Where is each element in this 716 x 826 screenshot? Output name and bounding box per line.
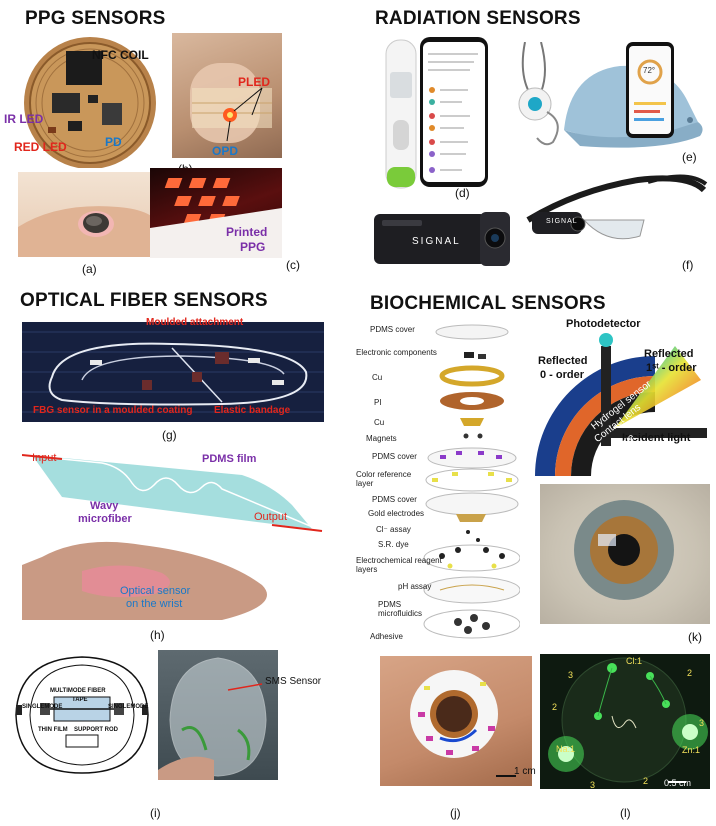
label-ppg: PPG [240,240,266,254]
label-incident-light: Incident light [622,432,691,444]
label-number-2a: 2 [687,668,693,678]
layer-electronic: Electronic components [356,348,437,357]
label-nfc-coil: NFC COIL [92,48,149,62]
signal-glasses-photo [518,160,710,264]
eye-contact-lens-photo [540,484,710,624]
label-reflected-1-a: Reflected [644,348,694,360]
label-number-2b: 2 [552,702,558,712]
label-reflected-1-b: 1ˢᵗ - order [646,362,697,374]
ppg-board-photo [18,33,163,168]
label-pdms-film: PDMS film [202,453,257,465]
label-tape: TAPE [72,697,88,703]
smart-cap-phone-photo [560,42,710,154]
label-on-the-wrist: on the wrist [126,598,183,610]
sms-sensor-schematic [10,655,155,775]
fluorescence-sensor-photo [540,654,710,789]
scale-bar-0-5cm: 0.5 cm [664,778,692,788]
label-reflected-0-a: Reflected [538,355,588,367]
label-opd: OPD [212,144,239,158]
layer-pdms-microfluidics: PDMS microfluidics [378,600,423,618]
ppg-sensors-heading: PPG SENSORS [25,8,166,29]
panel-label-j: (j) [450,806,461,820]
layer-sr-dye: S.R. dye [378,540,409,549]
label-photodetector: Photodetector [566,318,641,330]
label-microfiber: microfiber [78,513,132,525]
panel-label-h: (h) [150,628,165,642]
radiation-sensors-heading: RADIATION SENSORS [375,8,581,29]
label-fbg-sensor: FBG sensor in a moulded coating [33,405,193,416]
panel-label-g: (g) [162,428,177,442]
label-input: Input [32,452,57,464]
label-reflected-0-b: 0 - order [540,369,585,381]
optical-fiber-sensors-heading: OPTICAL FIBER SENSORS [20,290,268,311]
label-printed: Printed [226,225,268,239]
label-na-1: Na:1 [556,744,576,754]
sms-sensor-photo [158,650,278,780]
skin-patch-sensor-photo [380,656,532,786]
layer-cu-2: Cu [374,418,385,427]
layer-pi: PI [374,398,382,407]
label-singlemode-right: SINGLEMODE [108,704,149,710]
exploded-layer-diagram [360,318,520,648]
panel-label-c: (c) [286,258,300,272]
panel-label-k: (k) [688,630,702,644]
label-singlemode-left: SINGLEMODE [22,704,63,710]
fbg-bandage-photo [22,322,324,422]
pdms-wrist-sensor-photo [22,445,324,620]
layer-pdms-cover-1: PDMS cover [370,325,415,334]
label-pled: PLED [238,75,271,89]
label-thin-film: THIN FILM [38,727,68,733]
label-number-3a: 3 [568,670,574,680]
layer-cu-1: Cu [372,373,383,382]
signal-device-photo [372,208,512,270]
label-cl-1: Cl:1 [626,656,643,666]
label-pd: PD [105,135,122,149]
layer-gold-electrodes: Gold electrodes [368,509,425,518]
layer-pdms-cover-2: PDMS cover [372,452,417,461]
layer-magnets: Magnets [366,434,397,443]
hydrogel-optics-diagram [525,316,711,476]
panel-label-e: (e) [682,150,697,164]
panel-label-i: (i) [150,806,161,820]
label-ir-led: IR LED [4,112,44,126]
layer-pdms-cover-3: PDMS cover [372,495,417,504]
label-output: Output [254,511,288,523]
cap-app-temperature: 72° [643,66,656,75]
label-number-2c: 2 [643,776,649,786]
printed-ppg-photo [150,168,282,258]
layer-cl-assay: Cl⁻ assay [376,525,411,534]
label-sms-sensor: SMS Sensor [265,676,322,687]
label-multimode-fiber: MULTIMODE FIBER [50,688,106,694]
label-optical-sensor: Optical sensor [120,585,191,597]
scale-bar-1cm: 1 cm [514,766,536,777]
label-zn-1: Zn:1 [682,745,701,755]
label-red-led: RED LED [14,140,67,154]
panel-label-a: (a) [82,262,97,276]
uv-sensor-clip-photo [505,42,567,150]
finger-pled-photo [172,33,282,158]
label-number-3c: 3 [590,780,596,790]
panel-label-d: (d) [455,186,470,200]
layer-color-reference: Color reference layer [356,470,412,488]
label-wavy: Wavy [90,500,119,512]
thermometer-phone-photo [378,32,496,190]
finger-nail-photo [18,172,163,257]
panel-label-f: (f) [682,258,694,272]
device-brand-text: SIGNAL [412,236,461,247]
layer-adhesive: Adhesive [370,632,403,641]
biochemical-sensors-heading: BIOCHEMICAL SENSORS [370,293,606,314]
layer-electrochemical: Electrochemical reagent layers [356,556,442,574]
label-support-rod: SUPPORT ROD [74,727,119,733]
label-elastic-bandage: Elastic bandage [214,405,291,416]
panel-label-l: (l) [620,806,631,820]
label-number-3b: 3 [699,718,705,728]
label-moulded-attachment: Moulded attachment [146,317,244,328]
layer-ph-assay: pH assay [398,582,432,591]
glasses-brand-text: SIGNAL [546,218,578,225]
